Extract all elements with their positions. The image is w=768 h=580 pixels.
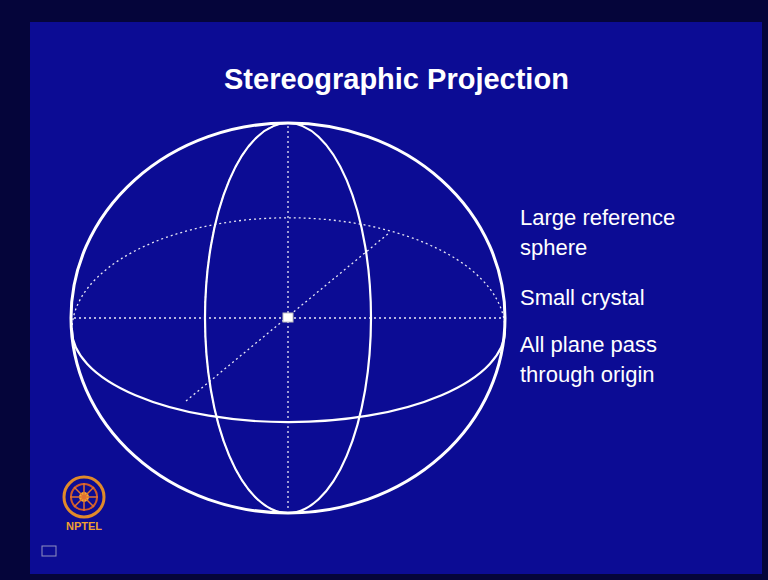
logo-text: NPTEL [66,520,102,532]
side-note: Large reference sphere [520,203,725,263]
logo-emblem [64,477,104,517]
slide-background [30,22,762,574]
slide-title: Stereographic Projection [224,63,569,96]
side-note: All plane pass through origin [520,330,725,390]
side-note: Small crystal [520,283,725,313]
